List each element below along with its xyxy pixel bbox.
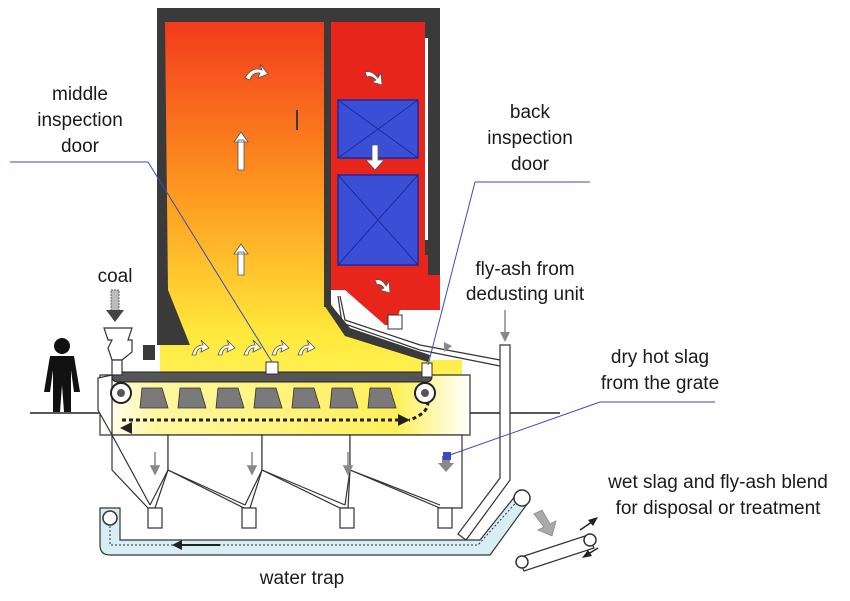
heat-exchanger-lower [337,174,419,266]
slag-conveyor-icon [102,489,531,550]
fly-ash-label-line2: dedusting unit [466,284,585,305]
back-door-leader-diagonal [427,181,476,366]
grate-conveyor-icon [110,371,436,434]
furnace-wall [143,8,440,360]
coal-feed-arrow-icon [106,289,124,322]
divider-marker [296,110,298,130]
back-pass [331,22,440,325]
discharge-arrow [533,509,557,537]
back-pass-trim [425,240,440,275]
water-trap [99,489,531,556]
wet-slag-label-line2: for disposal or treatment [616,498,822,519]
back-door-label-line1: back [510,102,551,123]
grate-end-door [421,362,433,378]
fly-ash-label-line1: fly-ash from [475,259,574,280]
flow-arrow-icon [191,63,391,356]
coal-hopper [103,327,133,376]
fly-ash-pipe [337,295,511,541]
hopper-drop-arrows [149,452,354,476]
middle-door-label-line1: middle [52,84,108,105]
dry-slag-label-line1: dry hot slag [611,347,709,368]
wet-slag-label-line1: wet slag and fly-ash blend [607,472,828,493]
middle-door-label-line3: door [61,136,100,157]
coal-label: coal [98,266,133,287]
water-trap-label: water trap [259,568,344,589]
outlet-conveyor [515,517,599,572]
dry-slag-leader-diagonal [446,401,601,457]
back-door-label-line2: inspection [487,128,573,149]
divider-wall-lower [324,305,430,362]
slag-drop-arrowhead [438,463,454,472]
person-icon [44,338,80,412]
middle-door-label-line2: inspection [37,110,123,131]
back-door-label-line3: door [511,154,550,175]
dry-slag-label-line2: from the grate [601,373,719,394]
middle-door-leader-diagonal [147,161,273,363]
divider-wall [324,22,331,307]
furnace-combustion-chamber [160,22,462,410]
middle-inspection-door [265,361,279,375]
back-inspection-door [387,314,403,330]
ash-hoppers [111,434,463,529]
